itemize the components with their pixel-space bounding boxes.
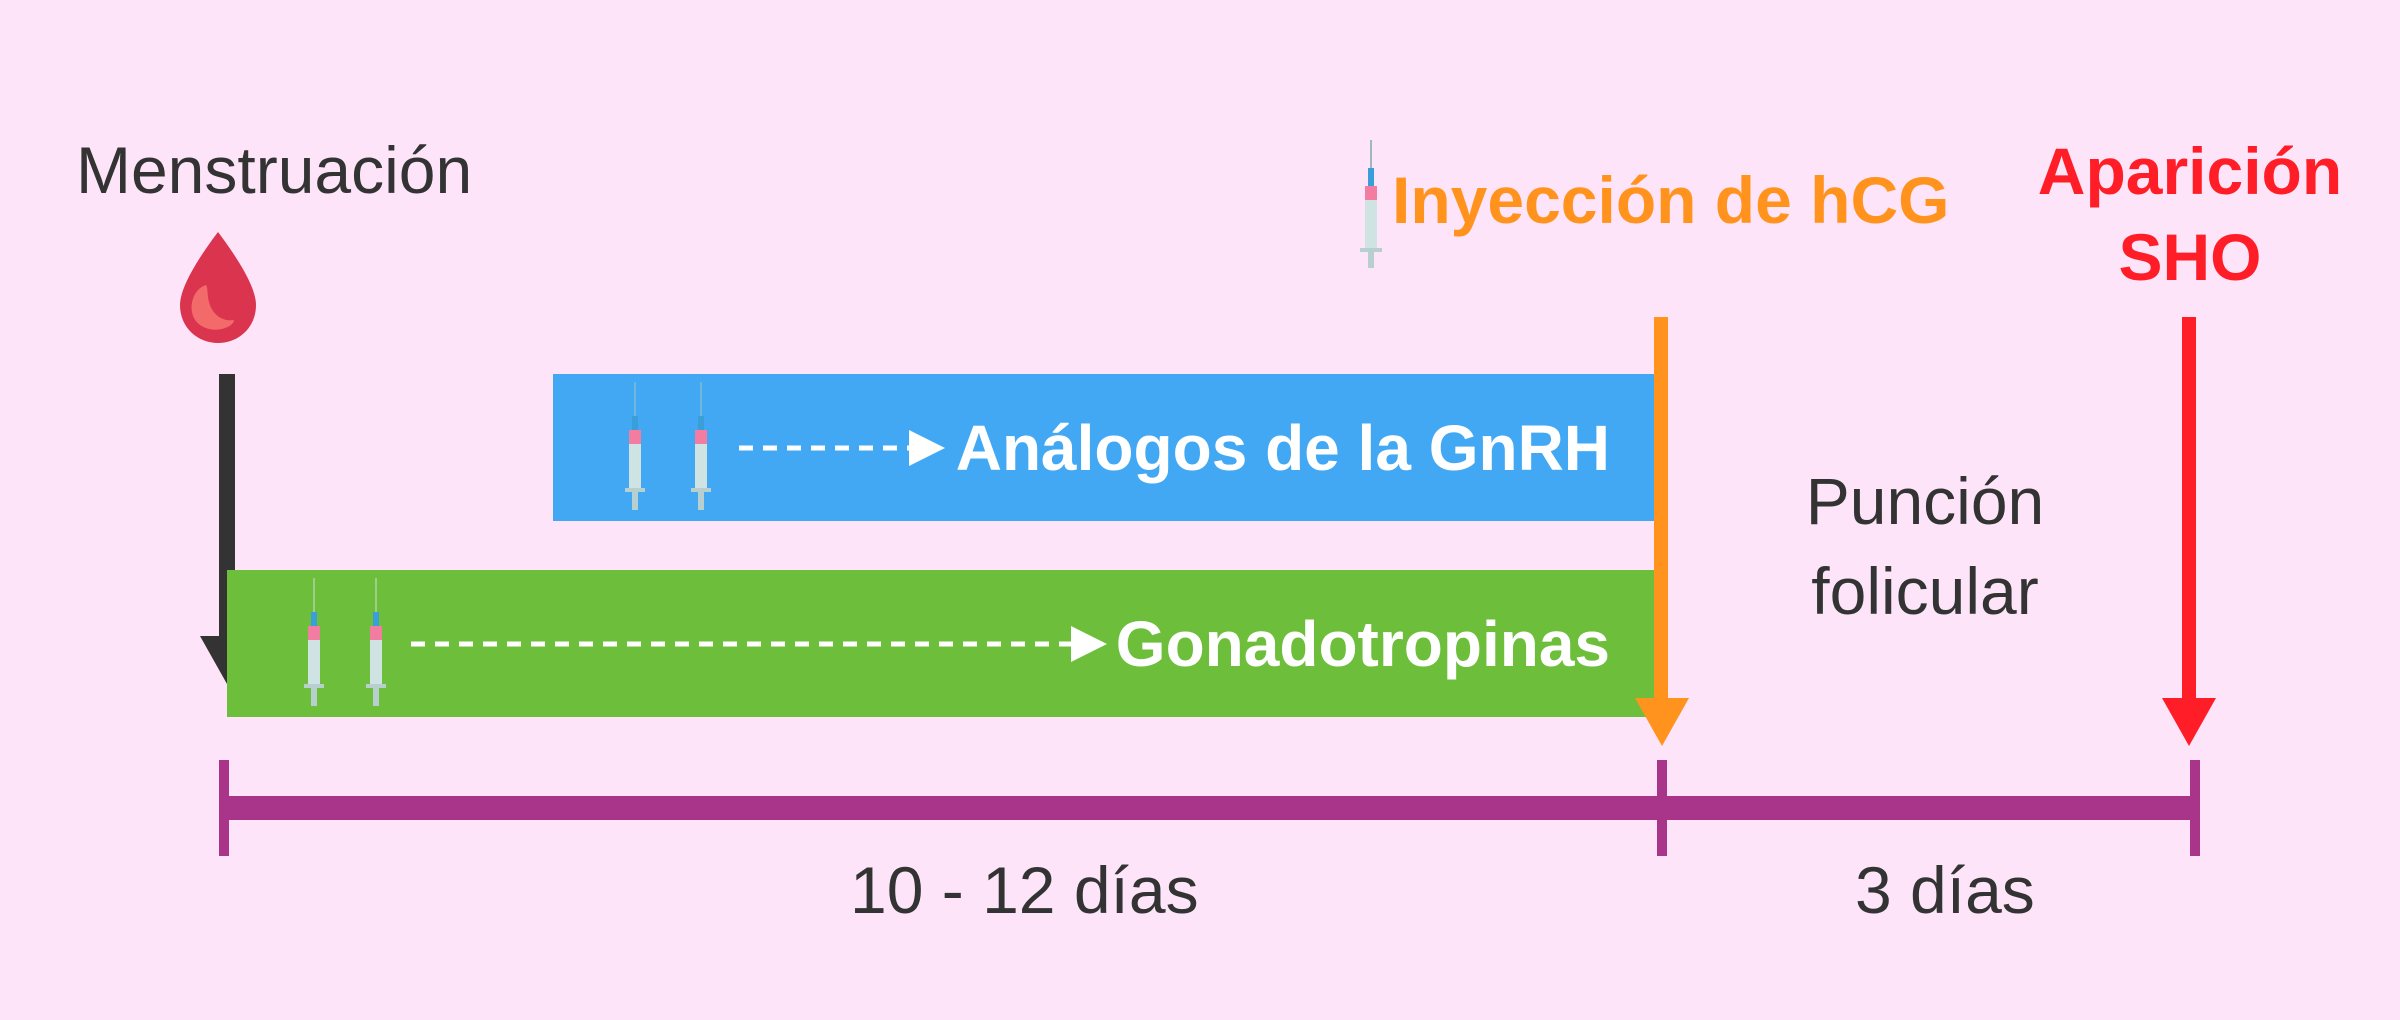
- syringe-icon: [304, 578, 324, 713]
- syringe-icon: [625, 382, 645, 517]
- dashed-arrow-line: [739, 445, 909, 450]
- timeline-tick-start: [219, 760, 229, 856]
- sho-onset-line1: Aparición: [2037, 134, 2343, 208]
- follicular-puncture-line2: folicular: [1811, 554, 2039, 628]
- dashed-arrowhead: [909, 429, 945, 466]
- timeline-tick-hcg: [1657, 760, 1667, 856]
- sho-onset-label: Aparición SHO: [2030, 128, 2350, 300]
- hcg-injection-label: Inyección de hCG: [1392, 163, 1950, 237]
- dashed-arrow-line: [411, 641, 1071, 646]
- sho-onset-line2: SHO: [2118, 220, 2262, 294]
- blood-drop-icon: [178, 230, 258, 345]
- hcg-arrowhead: [1635, 698, 1689, 746]
- segment-label-3-days: 3 días: [1855, 853, 2035, 927]
- gonadotropins-bar: Gonadotropinas: [227, 570, 1658, 717]
- gnrh-analogs-bar: Análogos de la GnRH: [553, 374, 1658, 521]
- sho-arrowhead: [2162, 698, 2216, 746]
- hcg-syringe-icon: [1358, 140, 1384, 275]
- dashed-arrowhead: [1071, 625, 1107, 662]
- syringe-icon: [691, 382, 711, 517]
- gonadotropins-label: Gonadotropinas: [1115, 607, 1610, 680]
- syringe-icon: [366, 578, 386, 713]
- gnrh-analogs-label: Análogos de la GnRH: [955, 411, 1610, 484]
- segment-label-10-12-days: 10 - 12 días: [850, 853, 1199, 927]
- timeline-bar: [227, 796, 2194, 820]
- menstruation-label: Menstruación: [76, 133, 473, 207]
- follicular-puncture-line1: Punción: [1805, 464, 2045, 538]
- sho-arrow: [2182, 317, 2196, 701]
- hcg-arrow: [1654, 317, 1668, 701]
- follicular-puncture-label: Punción folicular: [1770, 456, 2080, 636]
- timeline-tick-end: [2190, 760, 2200, 856]
